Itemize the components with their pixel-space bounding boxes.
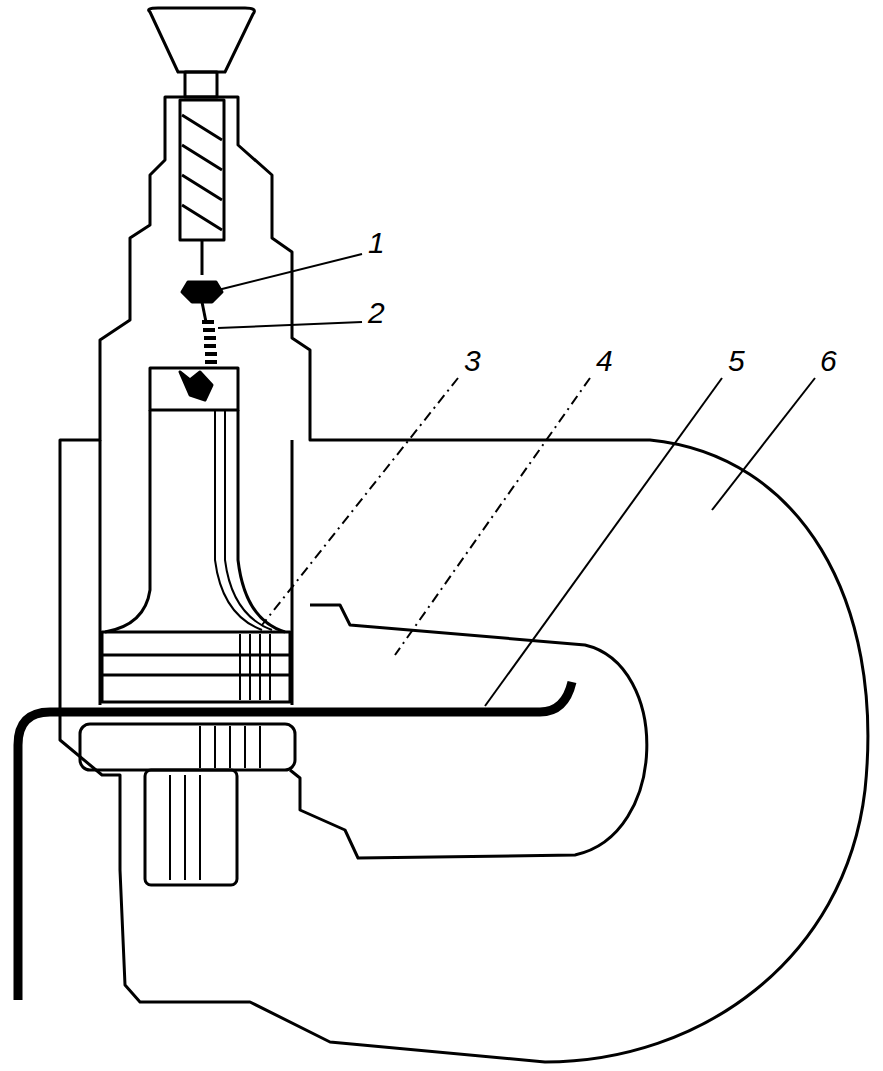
leader-line <box>218 254 362 290</box>
callout-number: 3 <box>462 346 483 376</box>
callout-number: 1 <box>366 228 387 258</box>
piston-hatch <box>240 634 270 700</box>
valve-stem <box>202 302 206 322</box>
leader-line <box>395 378 590 655</box>
callout-number: 2 <box>366 298 387 328</box>
leader-line <box>262 378 458 625</box>
screw-housing <box>180 100 224 240</box>
piston-detail <box>180 372 212 400</box>
screw-stem <box>201 240 204 275</box>
piston-head <box>102 632 290 702</box>
piston-rod <box>105 410 285 632</box>
valve <box>182 282 222 302</box>
leader-line <box>218 322 362 328</box>
workpiece <box>18 682 572 1000</box>
callout-number: 5 <box>726 346 747 376</box>
piston-ring <box>102 654 290 657</box>
piston-top <box>150 368 238 410</box>
wheel-hub <box>185 72 217 97</box>
lower-die <box>80 724 295 770</box>
callout-number: 4 <box>594 346 615 376</box>
column-hatch <box>170 775 200 880</box>
leader-line <box>485 378 722 706</box>
leader-lines <box>218 254 815 706</box>
piston-rod-lines <box>215 410 272 630</box>
hand-wheel <box>149 8 255 72</box>
spring <box>202 322 217 362</box>
piston-ring <box>102 674 290 677</box>
leader-line <box>712 378 815 510</box>
screw-thread <box>182 115 222 230</box>
die-column <box>145 770 237 885</box>
frame-throat <box>290 605 647 858</box>
die-hatch <box>200 726 260 768</box>
c-frame-body <box>60 97 868 1062</box>
callout-number: 6 <box>818 346 839 376</box>
